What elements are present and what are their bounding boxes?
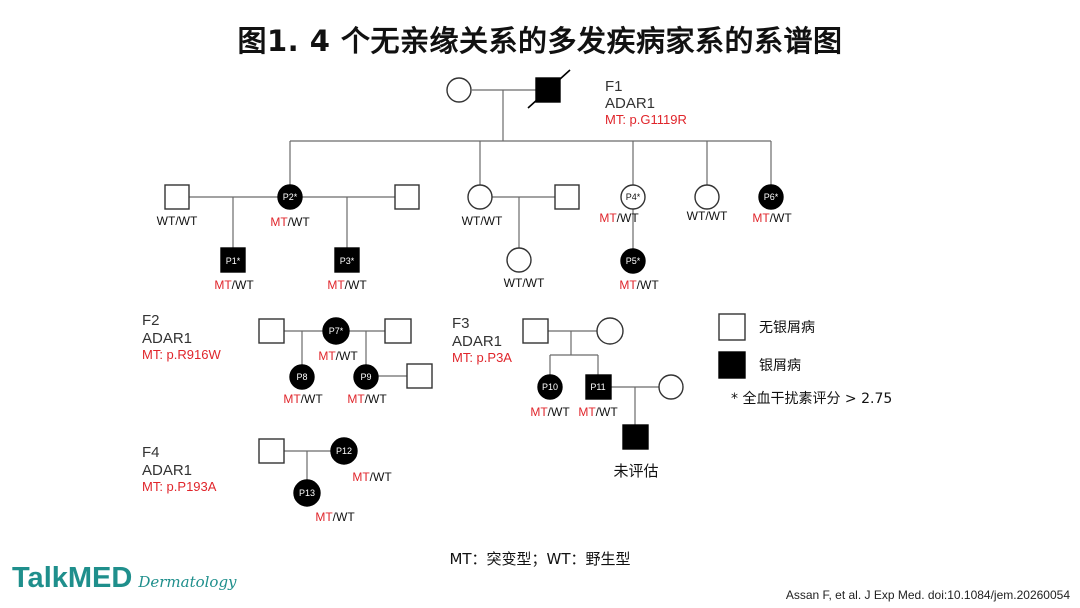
f4-father: [258, 438, 285, 464]
patient-p4: [620, 184, 646, 210]
f1-gene: ADAR1: [605, 95, 655, 112]
patient-label: P1*: [226, 256, 241, 266]
f3-father: [522, 318, 549, 344]
family-f2: F2 ADAR1 MT: p.R916W P7* MT/WT P8 P9 MT/…: [142, 312, 433, 406]
f1-family-id: F1: [605, 78, 623, 95]
f2-mutation: MT: p.R916W: [142, 347, 221, 362]
legend-unaffected-symbol: [718, 313, 746, 341]
f1-spouse-right: [394, 184, 420, 210]
patient-p13: [293, 479, 321, 507]
genotype: MT/WT: [752, 211, 792, 225]
genotype: MT/WT: [315, 510, 355, 524]
f3-mutation: MT: p.P3A: [452, 350, 512, 365]
genotype: MT/WT: [530, 405, 570, 419]
figure-title: 图1. 4 个无亲缘关系的多发疾病家系的系谱图: [237, 24, 843, 58]
genotype: WT/WT: [157, 214, 198, 228]
family-f3: F3 ADAR1 MT: p.P3A P10 P11 MT/WT MT/WT 未…: [452, 315, 684, 480]
legend-note: * 全血干扰素评分 > 2.75: [731, 390, 892, 407]
patient-label: P2*: [283, 192, 298, 202]
logo-brand: TalkMED: [12, 562, 133, 594]
footnote: MT：突变型；WT：野生型: [449, 550, 631, 568]
patient-label: P3*: [340, 256, 355, 266]
genotype: MT/WT: [619, 278, 659, 292]
patient-p2: [277, 184, 303, 210]
patient-label: P4*: [626, 192, 641, 202]
f4-mutation: MT: p.P193A: [142, 479, 217, 494]
patient-label: P7*: [329, 326, 344, 336]
talkmed-logo: TalkMED Dermatology: [12, 562, 237, 595]
legend-affected-symbol: [718, 351, 746, 379]
family-f4: F4 ADAR1 MT: p.P193A P12 MT/WT P13 MT/WT: [142, 437, 392, 524]
f3-family-id: F3: [452, 315, 470, 332]
not-evaluated-label: 未评估: [613, 462, 658, 480]
genotype: MT/WT: [283, 392, 323, 406]
patient-label: P10: [542, 382, 558, 392]
f1-in-law-male: [554, 184, 580, 210]
f2-second-spouse: [384, 318, 412, 344]
genotype: WT/WT: [504, 276, 545, 290]
patient-p5: [620, 248, 646, 274]
family-f1: F1 ADAR1 MT: p.G1119R P2* P4* P6* WT/WT …: [157, 69, 792, 292]
patient-p11: [585, 374, 612, 400]
patient-p7: [322, 317, 350, 345]
f3-gene: ADAR1: [452, 333, 502, 350]
f1-sibling-female: [467, 184, 493, 210]
genotype: MT/WT: [214, 278, 254, 292]
patient-p1: [220, 247, 246, 273]
f2-father: [258, 318, 285, 344]
f3-grandson-affected: [622, 424, 649, 450]
f3-mother: [596, 317, 624, 345]
genotype: WT/WT: [462, 214, 503, 228]
legend: 无银屑病 银屑病 * 全血干扰素评分 > 2.75: [718, 313, 892, 407]
f3-spouse-female: [658, 374, 684, 400]
genotype: MT/WT: [347, 392, 387, 406]
patient-label: P12: [336, 446, 352, 456]
f1-sibling-female-2: [694, 184, 720, 210]
genotype: WT/WT: [687, 209, 728, 223]
patient-label: P8: [296, 372, 307, 382]
genotype: MT/WT: [599, 211, 639, 225]
patient-p10: [537, 374, 563, 400]
f1-grandmother: [446, 77, 472, 103]
patient-label: P13: [299, 488, 315, 498]
citation: Assan F, et al. J Exp Med. doi:10.1084/j…: [785, 588, 1070, 602]
patient-p8: [289, 364, 315, 390]
patient-p12: [330, 437, 358, 465]
f1-mutation: MT: p.G1119R: [605, 112, 687, 127]
f2-in-law-male: [406, 363, 433, 389]
genotype: MT/WT: [327, 278, 367, 292]
patient-label: P11: [590, 382, 605, 392]
patient-label: P6*: [764, 192, 779, 202]
legend-affected-label: 银屑病: [759, 358, 801, 374]
patient-label: P9: [360, 372, 371, 382]
genotype: MT/WT: [352, 470, 392, 484]
f4-gene: ADAR1: [142, 462, 192, 479]
genotype: MT/WT: [270, 215, 310, 229]
f2-gene: ADAR1: [142, 330, 192, 347]
deceased-slash: [527, 69, 571, 109]
patient-p9: [353, 364, 379, 390]
legend-unaffected-label: 无银屑病: [759, 320, 815, 336]
genotype: MT/WT: [578, 405, 618, 419]
f4-family-id: F4: [142, 444, 160, 461]
logo-subtitle: Dermatology: [138, 573, 237, 591]
f2-family-id: F2: [142, 312, 160, 329]
patient-p6: [758, 184, 784, 210]
patient-p3: [334, 247, 360, 273]
f1-grandchild-female: [506, 247, 532, 273]
patient-label: P5*: [626, 256, 641, 266]
genotype: MT/WT: [318, 349, 358, 363]
f1-spouse-left: [164, 184, 190, 210]
